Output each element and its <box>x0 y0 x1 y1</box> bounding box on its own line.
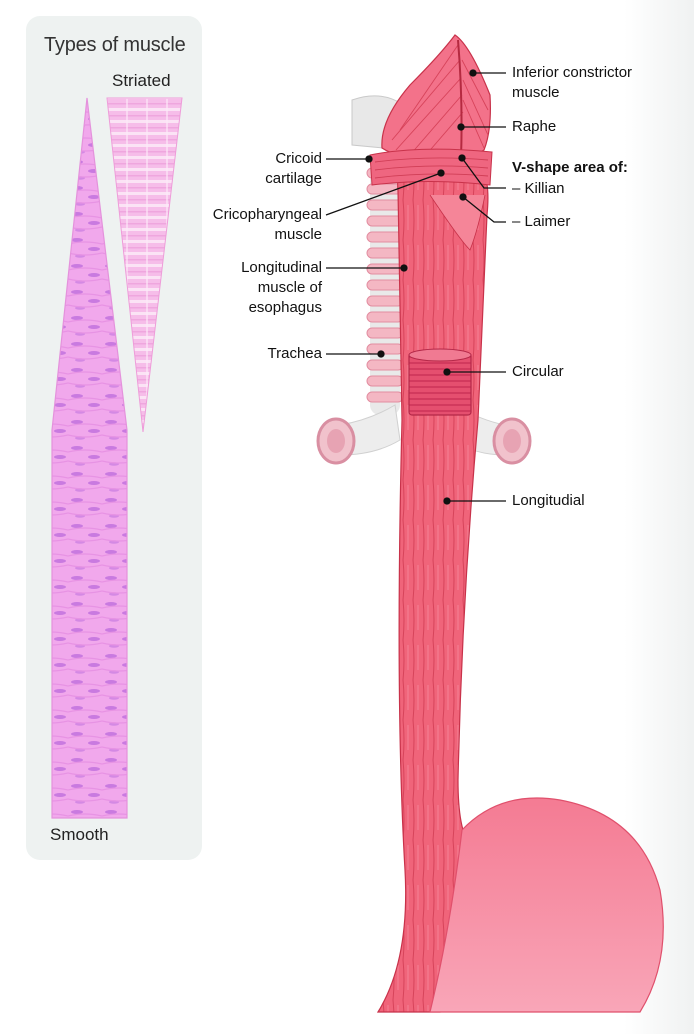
label-circular: Circular <box>512 363 564 380</box>
label-trachea: Trachea <box>267 345 322 362</box>
striated-muscle-wedge <box>106 97 183 433</box>
label-cricoid: Cricoid cartilage <box>265 150 322 187</box>
panel-title: Types of muscle <box>44 34 186 56</box>
leader-lines <box>325 69 506 505</box>
label-longitudial: Longitudial <box>512 492 585 509</box>
circular-muscle-window <box>408 348 472 416</box>
label-laimer: – Laimer <box>512 213 571 230</box>
label-v-shape-heading: V-shape area of: <box>512 159 628 176</box>
label-longitudinal-esophagus: Longitudinal muscle of esophagus <box>241 259 322 316</box>
label-raphe: Raphe <box>512 118 557 135</box>
raphe-line <box>457 39 463 159</box>
inferior-constrictor <box>381 34 491 159</box>
smooth-label: Smooth <box>50 825 109 844</box>
smooth-muscle-strip <box>51 97 128 819</box>
label-killian: – Killian <box>512 180 565 197</box>
label-cricopharyngeal: Cricopharyngeal muscle <box>212 206 322 243</box>
label-inferior-constrictor: Inferior constrictor muscle <box>512 64 633 101</box>
striated-label: Striated <box>112 71 171 90</box>
stomach <box>429 797 664 1013</box>
